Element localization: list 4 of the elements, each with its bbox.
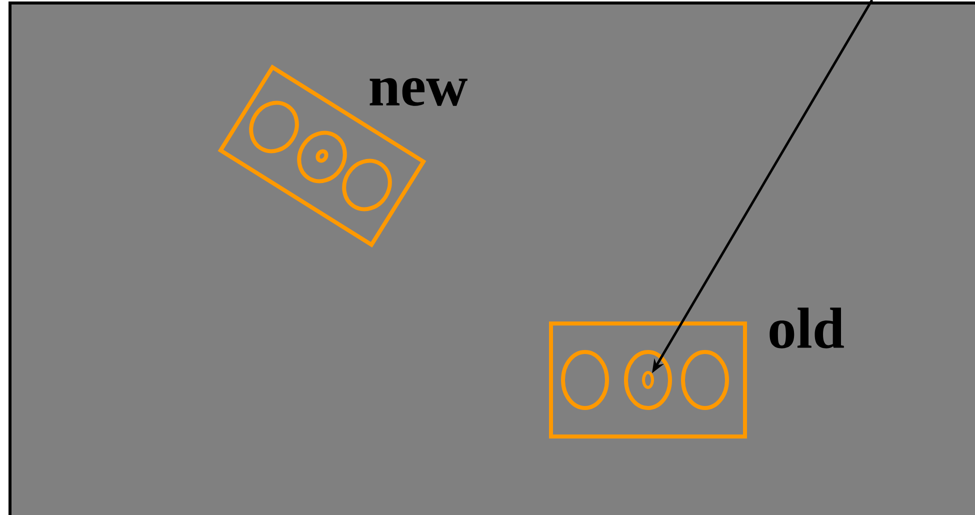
target-dot <box>642 370 654 389</box>
component-label: old <box>770 308 844 348</box>
component-box <box>549 321 747 438</box>
component-label: new <box>370 78 468 106</box>
